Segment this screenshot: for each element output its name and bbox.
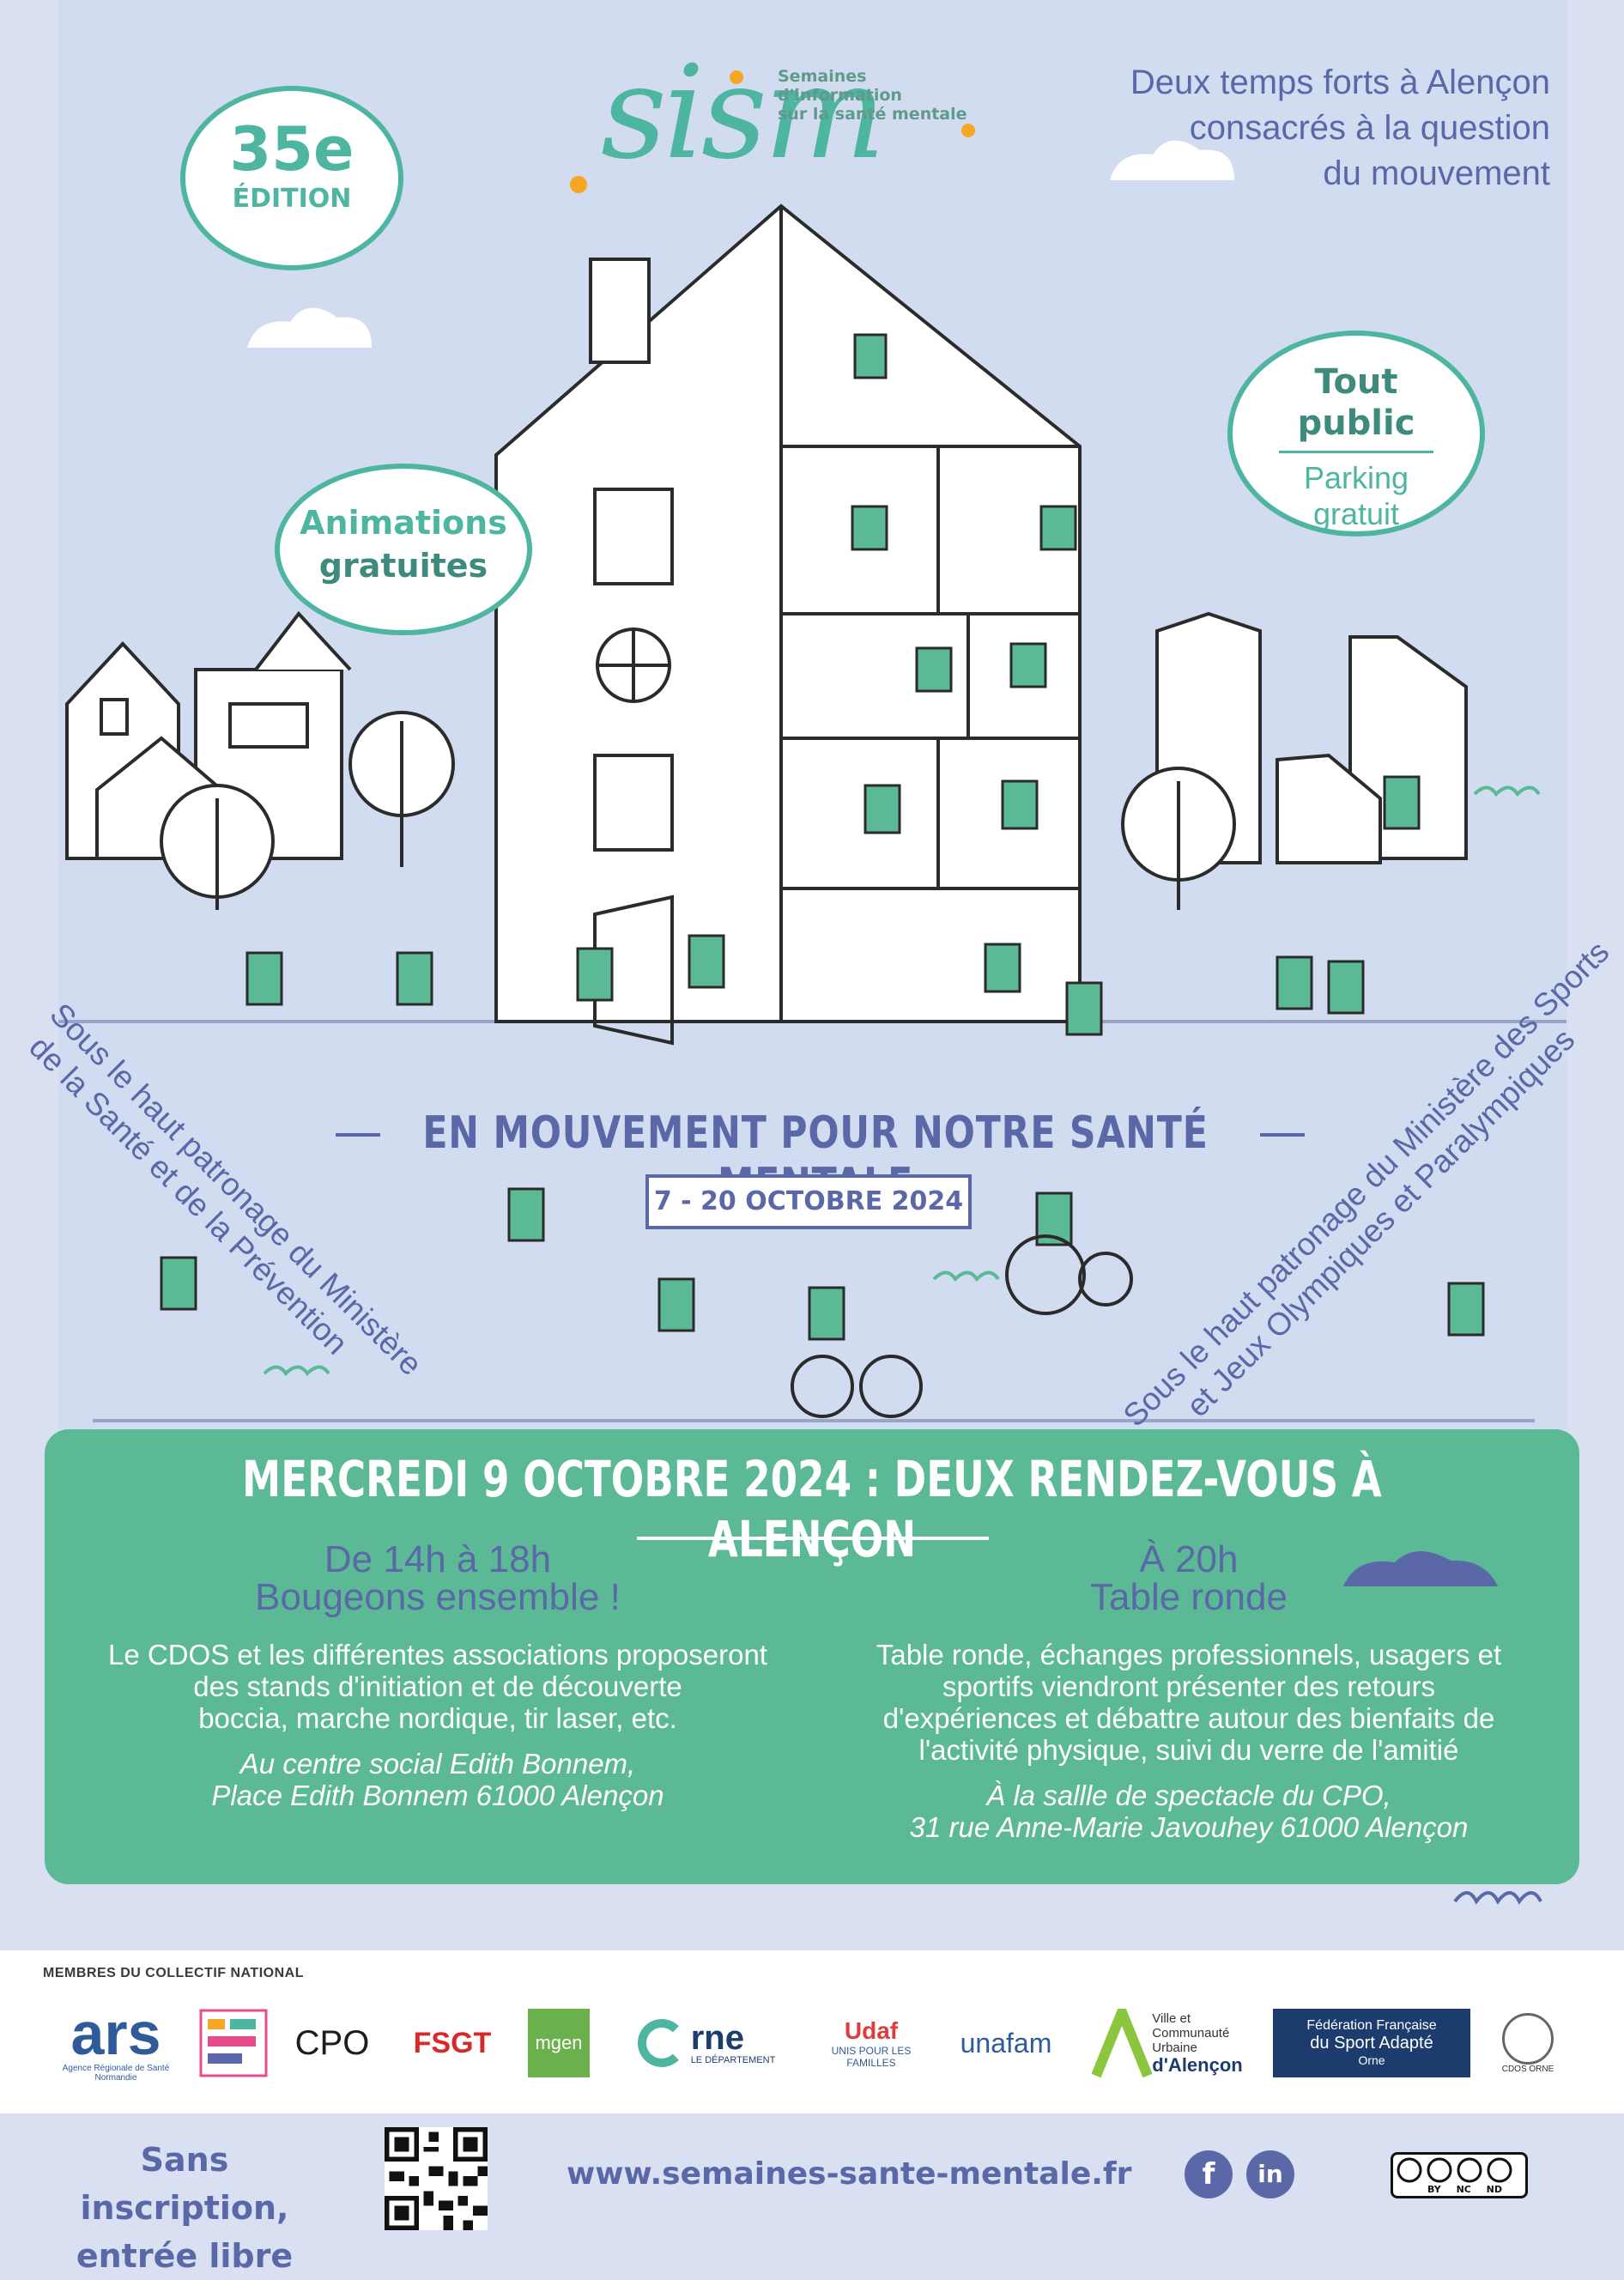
cc-license-text: BY NC ND xyxy=(1427,2184,1503,2195)
headline-line2: consacrés à la question xyxy=(1189,109,1550,147)
website-link[interactable]: www.semaines-sante-mentale.fr xyxy=(567,2156,1132,2192)
public-divider xyxy=(1279,451,1433,453)
headline: Deux temps forts à Alençon consacrés à l… xyxy=(1035,60,1550,197)
event-left-time: De 14h à 18h xyxy=(324,1538,552,1580)
logo-subtitle-line1: Semaines d'information xyxy=(778,67,902,105)
udaf-logo-sub: UNIS POUR LES FAMILLES xyxy=(831,2045,912,2069)
parking-line2: gratuit xyxy=(1312,496,1400,531)
event-right-place2: 31 rue Anne-Marie Javouhey 61000 Alençon xyxy=(909,1811,1469,1843)
linkedin-icon[interactable]: in xyxy=(1246,2150,1294,2198)
fsgt-logo: FSGT xyxy=(397,1996,508,2090)
alencon-line3: Urbaine xyxy=(1152,2040,1197,2055)
event-left-place1: Au centre social Edith Bonnem, xyxy=(239,1748,636,1780)
edition-badge: 35e ÉDITION xyxy=(180,86,403,270)
event-right-name: Table ronde xyxy=(1090,1576,1288,1618)
headline-line1: Deux temps forts à Alençon xyxy=(1130,64,1550,101)
orne-logo: rne LE DÉPARTEMENT xyxy=(625,1996,788,2090)
cdos-seal-icon xyxy=(1502,2012,1554,2065)
event-left-column: De 14h à 18h Bougeons ensemble ! Le CDOS… xyxy=(52,1538,824,1812)
sism-collectif-logo xyxy=(196,1996,271,2090)
footer xyxy=(0,2113,1624,2248)
event-left-body3: boccia, marche nordique, tir laser, etc. xyxy=(198,1702,677,1734)
registration-line1: Sans inscription, xyxy=(80,2141,289,2227)
udaf-logo-text: Udaf xyxy=(844,2017,899,2044)
event-right-body1: Table ronde, échanges professionnels, us… xyxy=(876,1639,1502,1671)
unafam-logo: unafam xyxy=(954,1996,1057,2090)
event-title-rule xyxy=(637,1537,989,1540)
collectif-badge-icon xyxy=(199,2009,268,2077)
cpo-logo: CPO xyxy=(285,1996,379,2090)
event-right-column: À 20h Table ronde Table ronde, échanges … xyxy=(811,1538,1566,1844)
campaign-dates: 7 - 20 OCTOBRE 2024 xyxy=(645,1174,972,1229)
unafam-logo-text: unafam xyxy=(960,2027,1052,2059)
orne-logo-text: rne xyxy=(690,2019,744,2057)
event-panel xyxy=(45,1429,1579,1884)
ars-logo-text: ars xyxy=(70,2000,161,2067)
edition-number: 35e xyxy=(229,114,354,185)
cpo-logo-text: CPO xyxy=(294,2023,370,2062)
alencon-line1: Ville et xyxy=(1152,2010,1191,2026)
orne-logo-sub: LE DÉPARTEMENT xyxy=(690,2055,776,2065)
event-right-place1: À la sallle de spectacle du CPO, xyxy=(986,1780,1391,1811)
event-left-body2: des stands d'initiation et de découverte xyxy=(193,1671,682,1702)
cloud-decoration xyxy=(1343,1550,1498,1586)
logo-subtitle: Semaines d'information sur la santé ment… xyxy=(778,67,984,124)
public-line1: Tout xyxy=(1314,362,1398,402)
fsgt-logo-text: FSGT xyxy=(413,2026,492,2059)
event-right-time: À 20h xyxy=(1139,1538,1239,1580)
ffsa-line2: du Sport Adapté xyxy=(1310,2034,1433,2053)
headline-line3: du mouvement xyxy=(1323,155,1550,192)
animations-line1: Animations xyxy=(300,504,507,542)
udaf-logo: Udaf UNIS POUR LES FAMILLES xyxy=(807,1996,936,2090)
house-illustration xyxy=(58,70,1566,1422)
parking-line1: Parking xyxy=(1303,460,1409,495)
orne-logo-mark xyxy=(637,2019,686,2067)
edition-label: ÉDITION xyxy=(232,184,352,214)
mgen-logo-text: mgen xyxy=(528,2009,590,2077)
mgen-logo: mgen xyxy=(528,1996,590,2090)
ars-logo-sub: Agence Régionale de Santé Normandie xyxy=(62,2064,170,2083)
loop-decoration xyxy=(1453,1891,1542,1905)
animations-line2: gratuites xyxy=(318,547,488,585)
partners-title: MEMBRES DU COLLECTIF NATIONAL xyxy=(43,1966,304,1980)
cdos-logo-text: CDOS ORNE xyxy=(1501,2064,1554,2074)
logo-subtitle-line2: sur la santé mentale xyxy=(778,105,967,124)
sism-logo-wordmark: sism xyxy=(601,39,886,188)
public-badge: Tout public Parking gratuit xyxy=(1227,330,1485,537)
animations-badge: Animations gratuites xyxy=(275,464,532,635)
registration-note: Sans inscription, entrée libre xyxy=(43,2136,326,2280)
event-right-body2: sportifs viendront présenter des retours xyxy=(942,1671,1436,1702)
alencon-logo: Ville et Communauté Urbaine d'Alençon xyxy=(1077,1996,1257,2090)
creative-commons-badge: BY NC ND xyxy=(1391,2152,1528,2198)
alencon-a-icon xyxy=(1092,2009,1153,2077)
facebook-icon[interactable]: f xyxy=(1185,2150,1233,2198)
event-left-name: Bougeons ensemble ! xyxy=(255,1576,621,1618)
event-left-place2: Place Edith Bonnem 61000 Alençon xyxy=(211,1780,664,1811)
public-line2: public xyxy=(1297,403,1415,443)
event-right-body3: d'expériences et débattre autour des bie… xyxy=(882,1702,1495,1734)
event-right-body4: l'activité physique, suivi du verre de l… xyxy=(918,1734,1459,1766)
qr-code-icon[interactable] xyxy=(385,2127,488,2230)
alencon-line4: d'Alençon xyxy=(1152,2053,1243,2076)
cdos-logo: CDOS ORNE xyxy=(1489,1996,1566,2090)
ffsa-logo: Fédération Française du Sport Adapté Orn… xyxy=(1273,1996,1470,2090)
ffsa-line1: Fédération Française xyxy=(1306,2018,1437,2033)
alencon-line2: Communauté xyxy=(1152,2025,1230,2040)
cc-icons xyxy=(1397,2157,1512,2183)
ffsa-line3: Orne xyxy=(1358,2053,1385,2067)
ars-logo: ars Agence Régionale de Santé Normandie xyxy=(52,1996,180,2090)
event-left-body1: Le CDOS et les différentes associations … xyxy=(108,1639,767,1671)
registration-line2: entrée libre xyxy=(76,2237,294,2275)
